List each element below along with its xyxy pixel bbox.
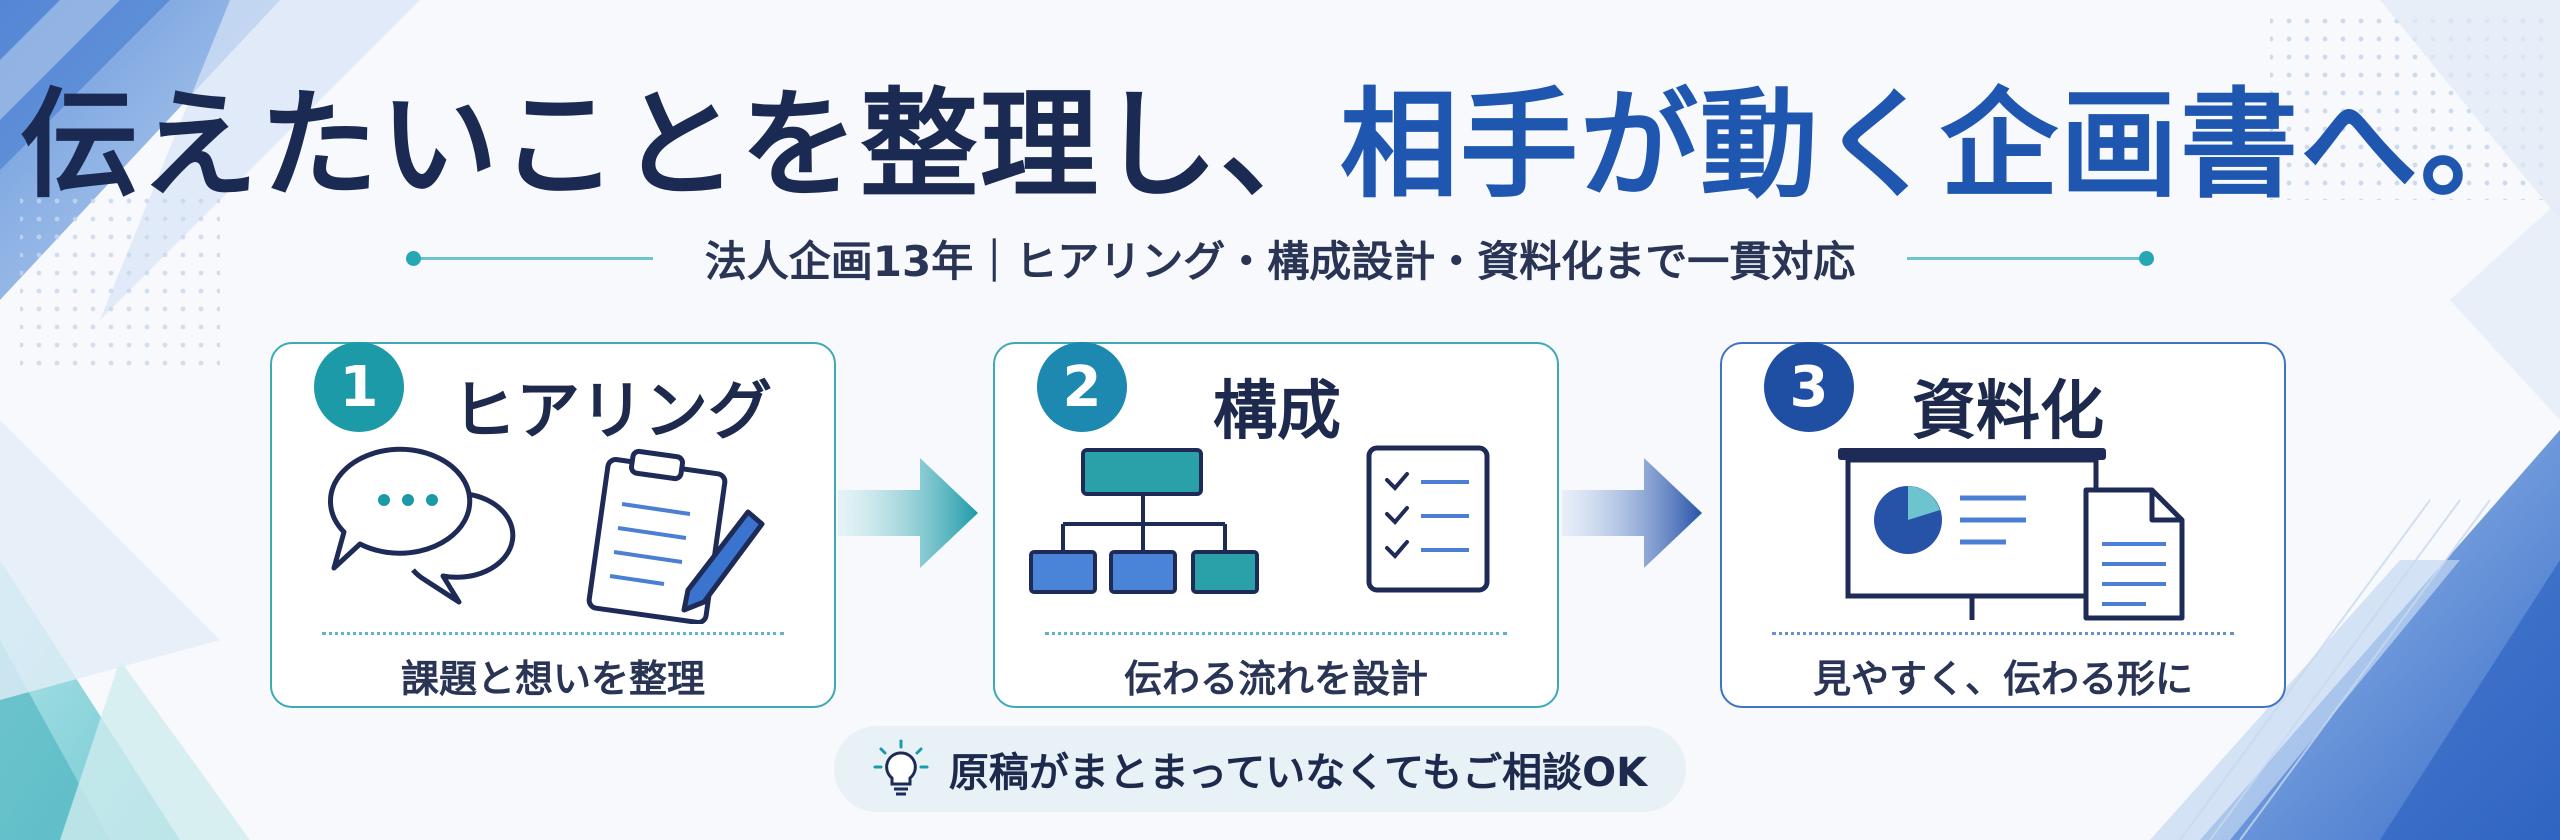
step-card-documentation: 3 資料化 見やすく、伝わる形に xyxy=(1720,342,2286,708)
arrow-right-icon xyxy=(1562,458,1702,568)
document-icon xyxy=(2083,487,2185,621)
step-card-hearing: 1 ヒアリング 課題と想いを整理 xyxy=(270,342,836,708)
step-caption: 課題と想いを整理 xyxy=(400,657,705,701)
step-title: 資料化 xyxy=(1912,375,2104,449)
step-card-structure: 2 構成 xyxy=(993,342,1559,708)
divider-line-left xyxy=(405,250,653,266)
divider-line-right xyxy=(1907,250,2155,266)
step-title: 構成 xyxy=(1213,375,1341,449)
speech-bubbles-icon xyxy=(328,446,516,605)
step-caption: 伝わる流れを設計 xyxy=(1123,657,1428,701)
presentation-board-icon xyxy=(1838,448,2106,620)
subheading-text: 法人企画13年｜ヒアリング・構成設計・資料化まで一貫対応 xyxy=(704,236,1856,286)
card-divider xyxy=(322,632,784,635)
step-number-badge: 3 xyxy=(1764,342,1854,432)
headline-main: 伝えたいことを整理し、 xyxy=(19,76,1340,214)
step-number-badge: 2 xyxy=(1037,342,1127,432)
card-divider xyxy=(1045,632,1507,635)
step-number-badge: 1 xyxy=(314,342,404,432)
step-title: ヒアリング xyxy=(452,375,772,449)
lightbulb-icon xyxy=(873,739,929,796)
note-text: 原稿がまとまっていなくてもご相談OK xyxy=(948,750,1648,796)
clipboard-pen-icon xyxy=(586,448,765,624)
arrow-right-icon xyxy=(838,458,978,568)
consultation-note: 原稿がまとまっていなくてもご相談OK xyxy=(834,726,1686,812)
card-divider xyxy=(1772,632,2234,635)
headline-accent: 相手が動く企画書へ。 xyxy=(1340,76,2541,214)
checklist-icon xyxy=(1366,445,1490,593)
step-caption: 見やすく、伝わる形に xyxy=(1812,657,2193,701)
org-chart-icon xyxy=(1029,448,1259,594)
headline: 伝えたいことを整理し、相手が動く企画書へ。 xyxy=(0,80,2560,210)
subheading: 法人企画13年｜ヒアリング・構成設計・資料化まで一貫対応 xyxy=(0,228,2560,288)
